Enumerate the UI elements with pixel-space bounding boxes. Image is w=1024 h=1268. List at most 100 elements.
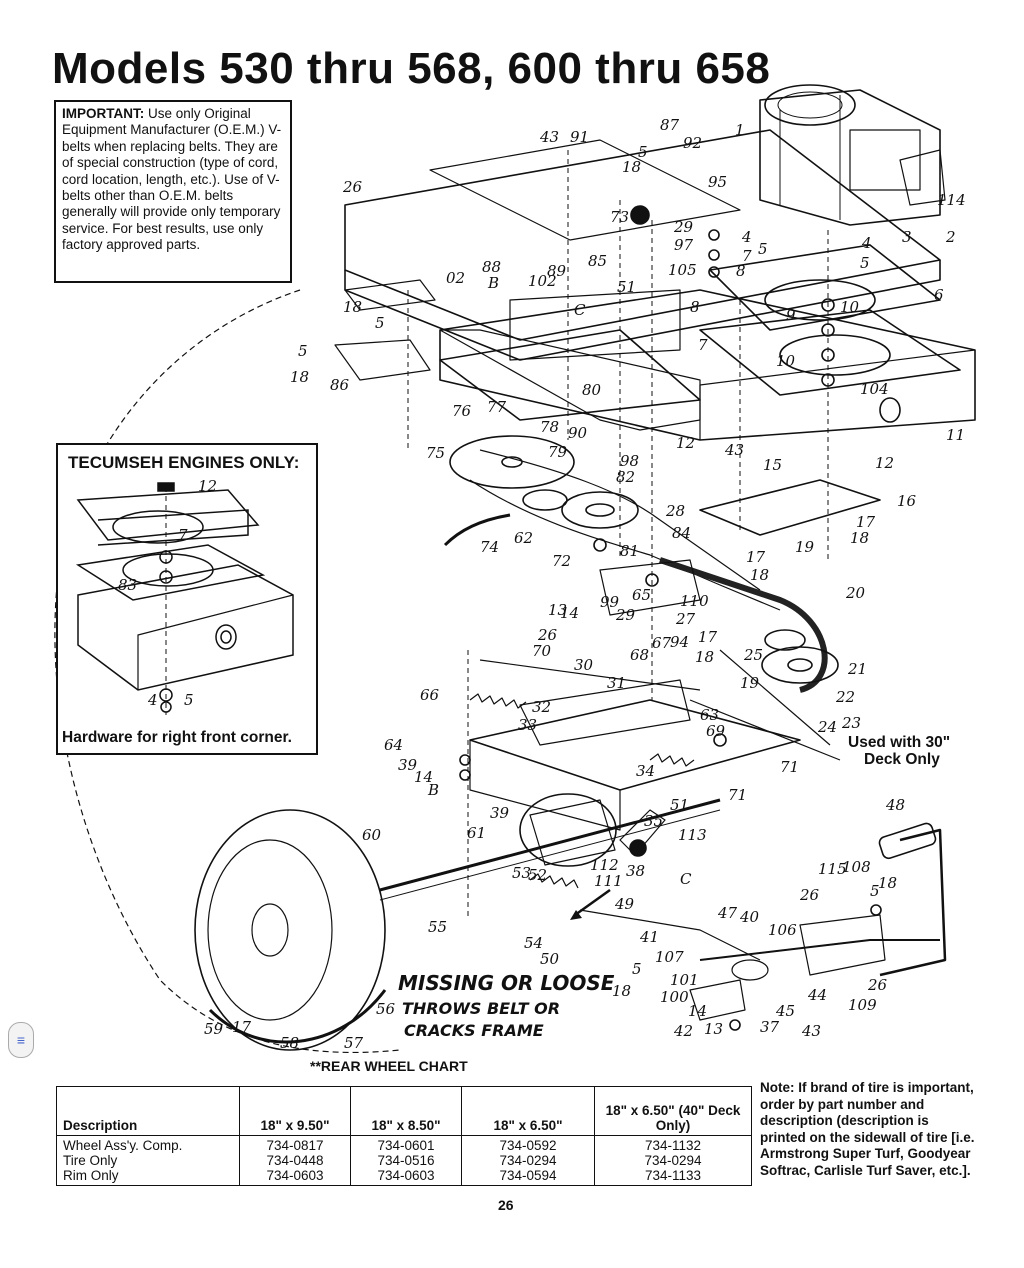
callout: 108 xyxy=(842,858,871,876)
page-title: Models 530 thru 568, 600 thru 658 xyxy=(52,44,771,93)
callout: 2 xyxy=(945,228,956,246)
row-description: Wheel Ass'y. Comp. xyxy=(63,1138,183,1153)
callout: 55 xyxy=(428,918,447,936)
side-menu-button[interactable]: ≡ xyxy=(8,1022,34,1058)
callout: 4 xyxy=(741,228,752,246)
callout: 37 xyxy=(760,1018,780,1036)
table-cell: 734-1132 734-0294 734-1133 xyxy=(594,1135,752,1186)
callout: 18 xyxy=(878,874,897,892)
callout: 48 xyxy=(885,796,905,814)
callout: 23 xyxy=(841,714,861,732)
callout: 105 xyxy=(668,261,697,279)
tecumseh-callout: 12 xyxy=(198,477,217,495)
callout: 109 xyxy=(848,996,877,1014)
callout: 79 xyxy=(548,443,568,461)
column-header: 18" x 6.50" xyxy=(461,1086,595,1136)
callout: 98 xyxy=(620,452,639,470)
callout: 102 xyxy=(528,272,557,290)
callout: 63 xyxy=(700,706,719,724)
callout: 106 xyxy=(768,921,797,939)
handwritten-note-line2: THROWS BELT OR xyxy=(402,999,560,1018)
part-number: 734-1132 xyxy=(644,1138,702,1153)
deck-usage-note: Used with 30" Deck Only xyxy=(848,734,950,768)
callout: 25 xyxy=(743,646,763,664)
table-row: Wheel Ass'y. Comp. Tire Only Rim Only 73… xyxy=(56,1135,752,1186)
callout: 5 xyxy=(860,254,870,272)
callout: 28 xyxy=(665,502,685,520)
part-number: 734-0603 xyxy=(377,1168,435,1183)
callout: 45 xyxy=(775,1002,795,1020)
callout: 43 xyxy=(801,1022,821,1040)
callout: 69 xyxy=(706,722,726,740)
callout: 13 xyxy=(548,601,567,619)
column-header: 18" x 9.50" xyxy=(239,1086,351,1136)
callout-labels: 43 91 87 5 92 18 95 26 73 29 97 4 5 7 8 … xyxy=(204,116,966,1052)
callout: 78 xyxy=(540,418,559,436)
callout: 16 xyxy=(897,492,917,510)
tecumseh-callout: 5 xyxy=(184,691,194,709)
callout: 02 xyxy=(446,269,465,287)
column-header: 18" x 8.50" xyxy=(350,1086,462,1136)
callout: 22 xyxy=(835,688,855,706)
handwritten-note-line1: MISSING OR LOOSE xyxy=(398,971,615,995)
callout: 92 xyxy=(683,134,702,152)
callout: B xyxy=(427,781,439,799)
callout: 56 xyxy=(376,1000,396,1018)
callout: 14 xyxy=(688,1002,707,1020)
callout: 107 xyxy=(655,948,684,966)
column-header: Description xyxy=(56,1086,240,1136)
callout: 19 xyxy=(795,538,815,556)
callout: 49 xyxy=(614,895,635,913)
callout: 90 xyxy=(568,424,588,442)
callout: 100 xyxy=(660,988,689,1006)
callout: 7 xyxy=(698,336,708,354)
callout: C xyxy=(574,301,586,319)
callout: 91 xyxy=(570,128,589,146)
callout: 26 xyxy=(537,626,558,644)
callout: 67 xyxy=(652,634,672,652)
callout: 18 xyxy=(622,158,641,176)
callout: 13 xyxy=(704,1020,723,1038)
important-label: IMPORTANT: xyxy=(62,106,145,121)
callout: 21 xyxy=(847,660,867,678)
callout: 19 xyxy=(740,674,760,692)
callout: 81 xyxy=(620,542,639,560)
callout: 7 xyxy=(742,247,752,265)
callout: 61 xyxy=(467,824,486,842)
callout: 18 xyxy=(290,368,309,386)
tecumseh-callout: 7 xyxy=(178,526,188,544)
part-number: 734-0817 xyxy=(266,1138,324,1153)
callout: 94 xyxy=(670,633,689,651)
callout: 71 xyxy=(780,758,799,776)
callout: 26 xyxy=(342,178,363,196)
callout: 32 xyxy=(532,698,551,716)
callout: 43 xyxy=(539,128,559,146)
callout: 17 xyxy=(698,628,718,646)
callout: 26 xyxy=(799,886,820,904)
callout: 114 xyxy=(937,191,966,209)
callout: 111 xyxy=(594,872,623,890)
callout: 4 xyxy=(861,234,872,252)
callout: 8 xyxy=(690,298,700,316)
rear-axle xyxy=(379,798,721,892)
callout: 12 xyxy=(875,454,894,472)
callout: 112 xyxy=(590,856,619,874)
tecumseh-caption: Hardware for right front corner. xyxy=(62,729,292,746)
spring-34 xyxy=(649,753,695,767)
deck-usage-line1: Used with 30" xyxy=(848,734,951,751)
callout: 18 xyxy=(750,566,769,584)
callout: 110 xyxy=(680,592,709,610)
callout: 9 xyxy=(786,306,796,324)
deck-usage-line2: Deck Only xyxy=(864,751,940,768)
callout: 18 xyxy=(612,982,631,1000)
callout: 14 xyxy=(560,604,579,622)
table-cell: 734-0601 734-0516 734-0603 xyxy=(350,1135,462,1186)
important-notice: IMPORTANT: Use only Original Equipment M… xyxy=(54,100,292,283)
tecumseh-heading: TECUMSEH ENGINES ONLY: xyxy=(68,453,300,472)
tecumseh-inset: 12 7 83 4 5 TECUMSEH ENGINES ONLY: Hardw… xyxy=(56,443,318,755)
callout: 71 xyxy=(728,786,747,804)
callout: 34 xyxy=(636,762,655,780)
callout: 30 xyxy=(574,656,594,674)
callout: 5 xyxy=(870,882,880,900)
callout: 33 xyxy=(518,716,537,734)
